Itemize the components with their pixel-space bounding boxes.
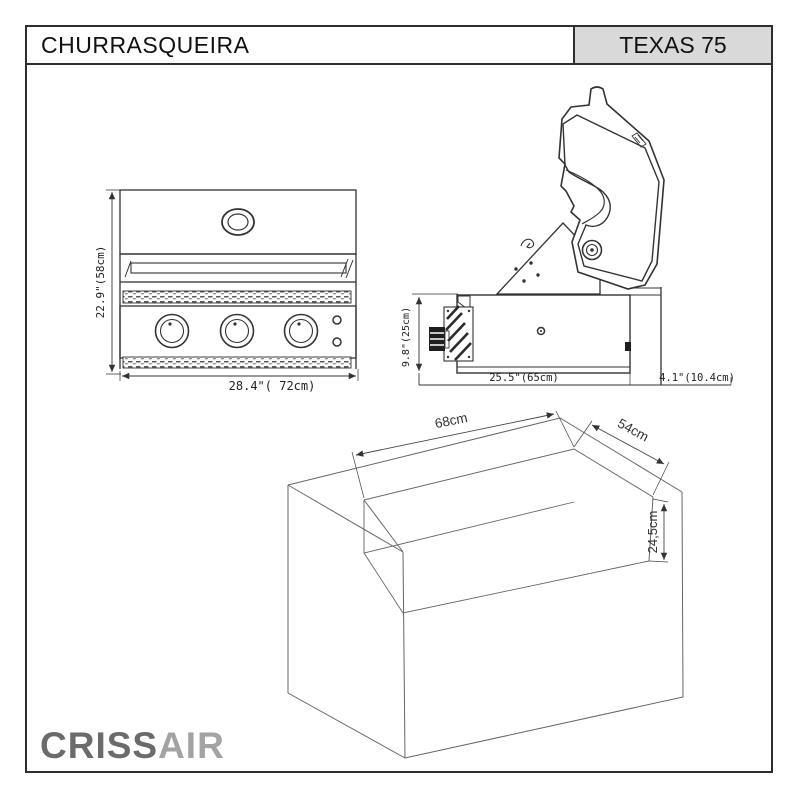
side-offset-dimension-label: 4.1"(10.4cm) [659, 372, 735, 384]
burner-knob-3 [283, 313, 319, 349]
burner-knob-2 [219, 313, 255, 349]
lid-hinge-detail [631, 132, 647, 148]
side-open-lid [558, 86, 665, 290]
lid-thermometer-icon [221, 208, 255, 236]
brand-logo-primary: CRISS [40, 725, 159, 766]
cutout-width-dimension [351, 410, 575, 499]
side-view-drawing: 9.8"(25cm) 25.5"(65cm) 4.1"(10.4cm) [401, 86, 735, 386]
side-thermometer-icon [581, 239, 603, 261]
front-handle-strip [119, 253, 357, 283]
front-handle-bar [130, 262, 347, 274]
page-title: CHURRASQUEIRA [27, 27, 573, 63]
cutout-height-label: 24,5cm [645, 511, 660, 554]
front-lid [119, 189, 357, 255]
front-height-dimension-label: 22.9"(58cm) [94, 246, 107, 319]
lid-swoosh-line [565, 169, 605, 225]
brand-logo-secondary: AIR [158, 725, 225, 766]
title-bar: CHURRASQUEIRA TEXAS 75 [25, 25, 773, 65]
cutout-isometric-drawing: 68cm 54cm 24,5cm [287, 410, 684, 759]
brand-logo: CRISSAIR [40, 727, 225, 764]
side-body-bolt [536, 326, 546, 336]
side-dimensions [412, 293, 732, 386]
counter-box [287, 417, 684, 759]
side-latch-hook [520, 238, 535, 249]
front-dimensions [106, 189, 359, 381]
model-badge: TEXAS 75 [573, 27, 771, 63]
cutout-depth-dimension [573, 420, 670, 496]
cutout-width-label: 68cm [433, 410, 468, 431]
igniter-button-1 [332, 315, 342, 325]
side-valve-knob [429, 327, 450, 351]
counter-cutout [363, 448, 654, 614]
front-view-drawing: 22.9"(58cm) 28.4"( 72cm) [94, 189, 359, 393]
cutout-height-dimension [648, 498, 669, 563]
burner-knob-1 [154, 313, 190, 349]
side-vent-louver [443, 305, 474, 362]
igniter-button-2 [332, 337, 342, 347]
side-height-dimension-label: 9.8"(25cm) [401, 307, 412, 367]
front-bottom-band [122, 356, 352, 369]
side-width-dimension-label: 25.5"(65cm) [489, 372, 559, 384]
front-width-dimension-label: 28.4"( 72cm) [229, 379, 316, 393]
side-rear-bracket [625, 342, 631, 351]
front-tray-band [122, 290, 352, 304]
